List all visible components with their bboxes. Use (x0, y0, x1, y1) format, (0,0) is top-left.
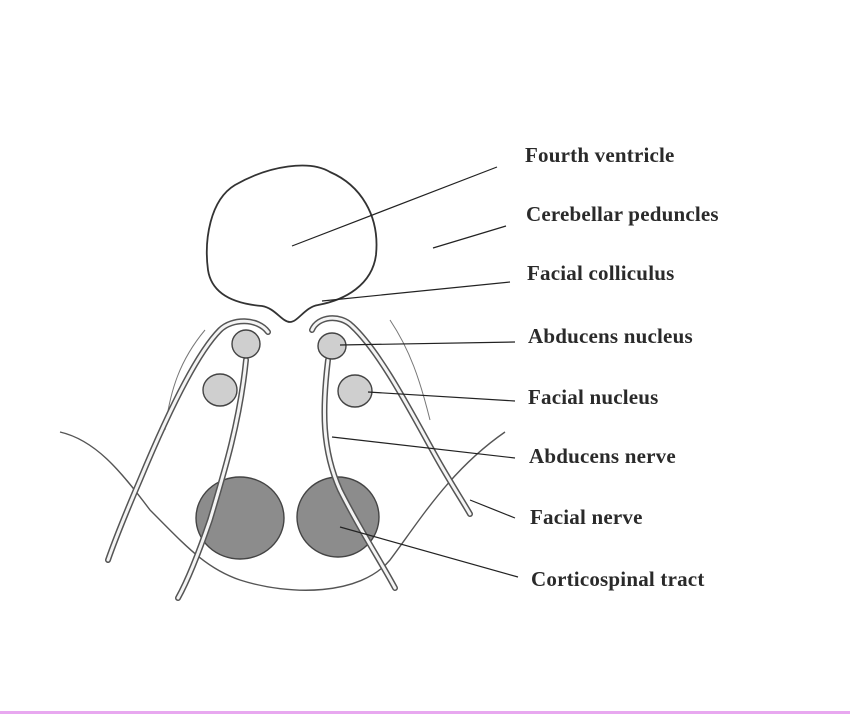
leader-cerebellar-peduncles (432, 225, 507, 249)
label-facial-nerve: Facial nerve (530, 505, 643, 529)
leader-facial-nucleus (367, 391, 516, 402)
facial-nerve-right-inner (310, 316, 472, 516)
leader-abducens-nucleus (339, 341, 516, 346)
abducens-nucleus-left (231, 329, 261, 359)
facial-nucleus-left (202, 373, 238, 407)
leader-facial-nerve (469, 499, 516, 519)
label-facial-colliculus: Facial colliculus (527, 261, 675, 285)
leader-facial-colliculus (321, 281, 511, 302)
leader-corticospinal-tract (339, 526, 519, 578)
facial-nucleus-right (337, 374, 373, 408)
facial-nerve-left-inner (106, 319, 270, 562)
fourth-ventricle-shape (205, 164, 378, 323)
pons-outline (59, 431, 506, 591)
label-cerebellar-peduncles: Cerebellar peduncles (526, 202, 719, 226)
label-fourth-ventricle: Fourth ventricle (525, 143, 675, 167)
label-corticospinal-tract: Corticospinal tract (531, 567, 705, 591)
corticospinal-tract-right (296, 476, 380, 558)
abducens-nucleus-right (317, 332, 347, 360)
leader-abducens-nerve (331, 436, 516, 459)
bottom-divider (0, 711, 850, 714)
leader-lines (291, 166, 519, 578)
abducens-nerve-left-inner (176, 358, 248, 600)
label-facial-nucleus: Facial nucleus (528, 385, 659, 409)
floor-outline-right (389, 319, 431, 421)
label-abducens-nerve: Abducens nerve (529, 444, 676, 468)
label-abducens-nucleus: Abducens nucleus (528, 324, 693, 348)
abducens-nerve-right-inner (322, 358, 397, 590)
leader-fourth-ventricle (291, 166, 498, 247)
